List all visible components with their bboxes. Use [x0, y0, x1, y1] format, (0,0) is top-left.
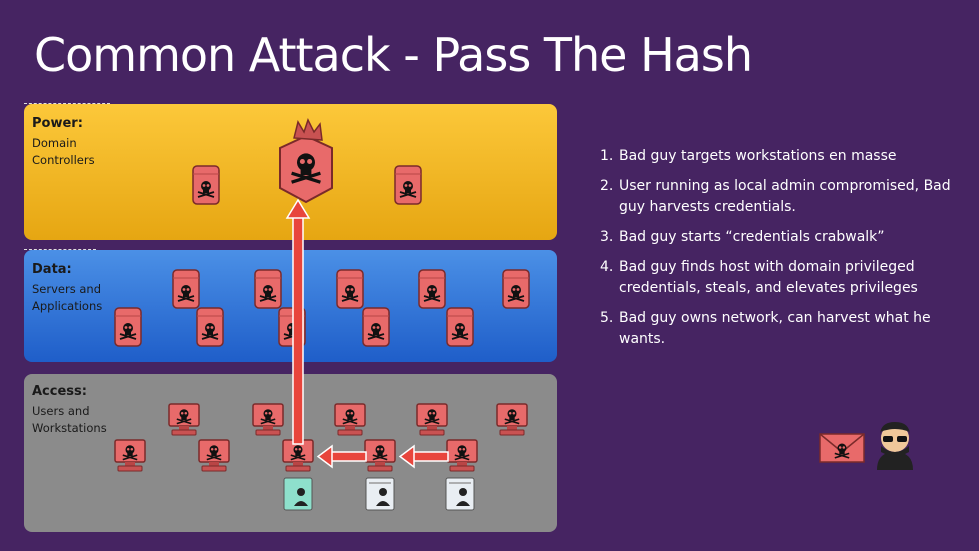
power-tier-dashed-edge: [24, 103, 110, 104]
server-icon: [173, 270, 199, 308]
server-icon: [115, 308, 141, 346]
id-card-icon: [365, 477, 395, 511]
id-card-icon: [283, 477, 313, 511]
workstation-icon: [447, 440, 477, 471]
workstation-icon: [417, 404, 447, 435]
access-tier-subtitle: Users and Workstations: [32, 403, 152, 437]
server-icon: [255, 270, 281, 308]
step-text: Bad guy owns network, can harvest what h…: [619, 310, 931, 347]
data-tier-subtitle-text: Servers and Applications: [32, 282, 103, 313]
crabwalk-arrow-left: [316, 444, 367, 469]
server-icon: [363, 308, 389, 346]
server-icon: [337, 270, 363, 308]
data-tier-title: Data:: [32, 262, 72, 277]
workstation-icon: [365, 440, 395, 471]
attack-steps-list: 1.Bad guy targets workstations en masse …: [600, 146, 970, 359]
workstation-icon: [253, 404, 283, 435]
data-tier-subtitle: Servers and Applications: [32, 281, 152, 315]
workstation-icon: [199, 440, 229, 471]
server-icon: [503, 270, 529, 308]
step-number: 3.: [600, 229, 614, 245]
step-item: 1. Bad guy targets workstations en masse: [600, 146, 970, 167]
step-item: 4. Bad guy finds host with domain privile…: [600, 257, 970, 299]
step-number: 2.: [600, 178, 614, 194]
step-item: 2. User running as local admin compromise…: [600, 176, 970, 218]
step-item: 5. Bad guy owns network, can harvest what…: [600, 308, 970, 350]
step-text: Bad guy starts “credentials crabwalk”: [619, 229, 885, 245]
slide-title: Common Attack - Pass The Hash: [34, 28, 753, 82]
skull-envelope-icon: [819, 433, 865, 463]
power-tier-title: Power:: [32, 116, 83, 131]
step-text: Bad guy finds host with domain privilege…: [619, 259, 918, 296]
domain-controller-main-icon: [279, 118, 333, 204]
server-icon: [447, 308, 473, 346]
power-tier-subtitle-text: Domain Controllers: [32, 136, 95, 167]
id-card-icon: [445, 477, 475, 511]
server-icon: [419, 270, 445, 308]
domain-controller-right-icon: [395, 166, 421, 204]
workstation-icon: [115, 440, 145, 471]
workstation-icon: [497, 404, 527, 435]
step-number: 1.: [600, 148, 614, 164]
step-text: User running as local admin compromised,…: [619, 178, 951, 215]
step-number: 4.: [600, 259, 614, 275]
power-tier-subtitle: Domain Controllers: [32, 135, 152, 169]
domain-controller-left-icon: [193, 166, 219, 204]
access-tier-title: Access:: [32, 384, 87, 399]
server-icon: [197, 308, 223, 346]
crabwalk-arrow-right: [398, 444, 449, 469]
data-tier-dashed-edge: [24, 249, 96, 250]
hacker-avatar-icon: [877, 422, 913, 470]
step-item: 3. Bad guy starts “credentials crabwalk”: [600, 227, 970, 248]
workstation-icon: [335, 404, 365, 435]
workstation-icon: [169, 404, 199, 435]
attack-path-arrow: [285, 198, 311, 445]
access-tier-subtitle-text: Users and Workstations: [32, 404, 107, 435]
step-text: Bad guy targets workstations en masse: [619, 148, 897, 164]
step-number: 5.: [600, 310, 614, 326]
